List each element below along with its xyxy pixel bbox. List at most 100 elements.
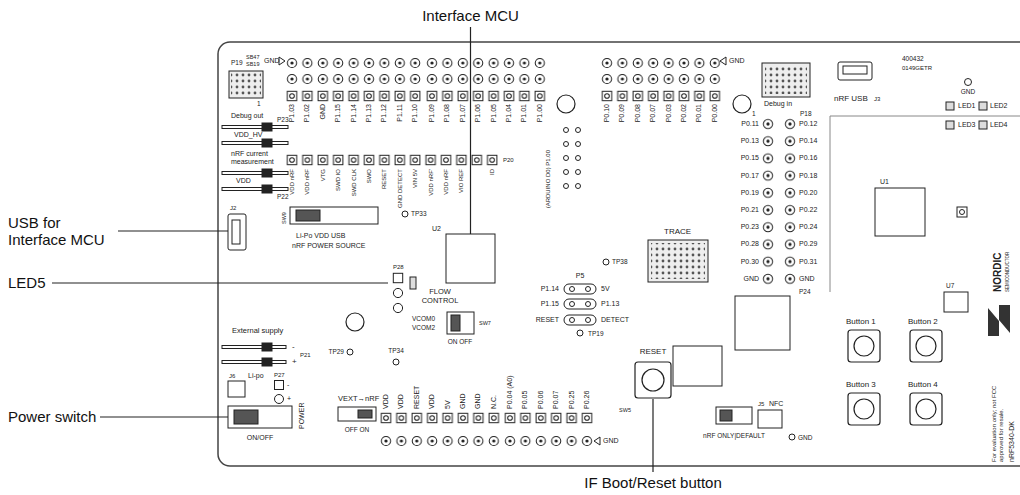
debug-header [765,66,807,94]
push-button [642,369,664,391]
pin-header [284,55,423,71]
silkscreen-text: Debug in [764,100,792,107]
module-outline [830,116,1020,292]
silkscreen-label: P0.03 [665,104,673,122]
chip [960,210,965,215]
nordic-logo [988,305,1010,336]
push-button [635,330,942,425]
silkscreen-text: P0.03 [665,104,672,122]
slide-switch [234,410,258,424]
silkscreen-text: Button 1 [846,317,876,326]
silkscreen-label: VTG [319,169,326,181]
silkscreen-text: nRF USB [834,94,868,103]
silkscreen-text: P23 [277,116,289,123]
silkscreen-text: GND [474,393,481,409]
callout-label: LED5 [8,274,46,291]
silkscreen-text: TP38 [612,258,628,265]
pin-header [782,115,797,287]
silkscreen-text: P5 [576,272,585,279]
silkscreen-label: VDD_HV [234,131,262,139]
silkscreen-text: J2 [230,205,236,211]
silkscreen-text: J3 [874,96,880,102]
silkscreen-label: NFC [769,400,783,408]
silkscreen-text: P0.30 [741,258,759,265]
silkscreen-label: LED4 [990,121,1008,129]
silkscreen-text: P20 [503,157,514,163]
silkscreen-text: P0.04 (A0) [506,376,513,409]
test-point [965,79,972,86]
silkscreen-text: P0.22 [799,206,817,213]
silkscreen-label: P0.23 [741,223,759,231]
silkscreen-text: GND [603,437,619,444]
silkscreen-label: RESET [381,169,388,189]
silkscreen-label: SB47 [246,54,259,60]
silkscreen-text: GND [799,275,815,282]
silkscreen-text: P0.02 [680,104,687,122]
silkscreen-label: nRF ONLY|DEFAULT [703,432,765,439]
silkscreen-label: VDD nRF [289,169,296,195]
silkscreen-text: P0.31 [799,258,817,265]
silkscreen-label: 1 [257,100,261,107]
silkscreen-label: P1.09 [428,104,436,122]
led [979,102,987,110]
jumper-pins [262,358,272,366]
silkscreen-label: Debug out [231,112,263,120]
silkscreen-text: TP33 [411,210,427,217]
jumper-pins [222,172,288,175]
silkscreen-text: U7 [946,282,954,289]
chip [944,292,968,312]
silkscreen-label: GND [798,434,812,441]
silkscreen-text: P1.11 [396,104,403,122]
usb-connector [758,410,782,428]
silkscreen-label: SW5 [619,407,631,413]
silkscreen-text: VDD nRF [289,169,295,195]
jumper-block [564,284,596,294]
silkscreen-label: J5 [758,401,764,408]
jumper-pins [222,361,286,364]
silkscreen-text: LED4 [990,121,1008,128]
callout-label: IF Boot/Reset button [584,474,722,491]
leader-line [652,399,653,472]
silkscreen-text: External supply [232,326,283,335]
silkscreen-label: GND [459,393,467,409]
silkscreen-text: P18 [800,110,812,117]
pad [564,128,569,133]
silkscreen-text: P1.14 [350,104,357,122]
silkscreen-label: External supply [232,327,283,336]
pin-header [378,410,501,426]
jumper-pins [222,123,288,366]
silkscreen-text: Debug out [231,112,263,119]
slide-switch [296,210,320,221]
led [979,121,987,129]
silkscreen-label: P0.25 [568,391,576,409]
silkscreen-label: P0.09 [618,104,626,122]
silkscreen-label: VDD [382,394,390,409]
silkscreen-text: TP34 [388,347,404,354]
pin-header [599,71,722,87]
pad [564,156,569,161]
silkscreen-label: P1.04 [505,104,513,122]
silkscreen-text: RESET [640,347,667,356]
silkscreen-text: P0.24 [799,223,817,230]
silkscreen-text: VDD nRF [443,169,449,195]
pin-header [502,433,594,449]
pin-header [599,88,722,104]
silkscreen-text: P0.08 [634,104,641,122]
callout-text: Power switch [8,408,96,425]
silkscreen-label: U7 [946,282,954,289]
pin-header [502,410,594,426]
pad [576,142,581,147]
silkscreen-label: FLOW CONTROL [418,288,462,305]
silkscreen-text: P0.07 [552,391,559,409]
silkscreen-label: 5V [444,400,452,409]
silkscreen-text: FLOW CONTROL [422,287,459,305]
silkscreen-label: P0.30 [741,258,759,266]
silkscreen-label: P28 [393,264,404,271]
silkscreen-text: 0149GETR [902,65,932,71]
led [946,102,987,129]
silkscreen-text: P1.06 [474,104,481,122]
silkscreen-label: nRF POWER SOURCE [292,242,366,250]
silkscreen-text: P0.26 [583,391,590,409]
silkscreen-label: VDD [428,394,436,409]
silkscreen-text: DETECT [601,316,629,323]
